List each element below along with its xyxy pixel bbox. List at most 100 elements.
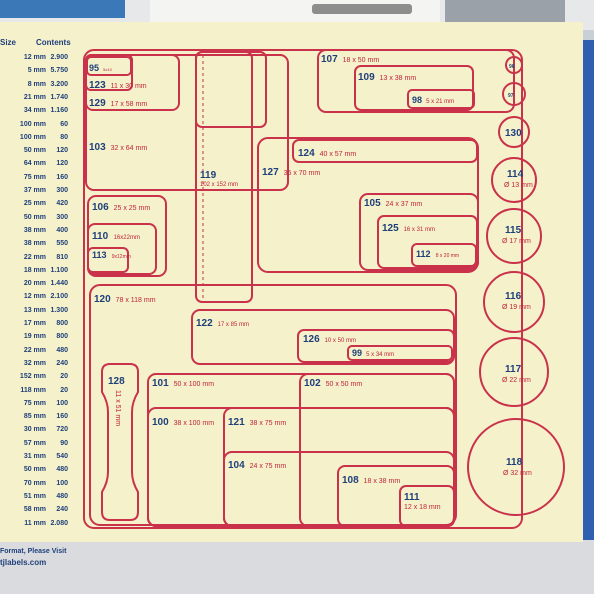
outer-frame <box>83 49 523 529</box>
label-124-code: 124 <box>298 148 315 159</box>
label-99-outline <box>347 345 453 361</box>
size-header: Size <box>0 38 17 47</box>
row-contents: 2.080 <box>50 519 68 527</box>
label-127-code: 127 <box>262 167 279 178</box>
label-110-dimensions: 16x22mm <box>114 235 140 241</box>
label-96-circle <box>505 56 523 74</box>
label-130-circle <box>498 116 530 148</box>
row-contents: 80 <box>60 133 68 141</box>
label-113-outline <box>87 247 129 273</box>
row-size: 11 mm <box>24 519 46 527</box>
row-contents: 120 <box>56 147 68 155</box>
row-contents: 20 <box>60 373 68 381</box>
row-size: 100 mm <box>19 120 46 128</box>
contents-header: Contents <box>36 38 71 47</box>
row-size: 31 mm <box>23 453 46 460</box>
label-102-code: 102 <box>304 378 321 389</box>
label-120-dimensions: 78 x 118 mm <box>116 297 156 304</box>
label-98-outline <box>407 89 475 109</box>
label-101-code: 101 <box>152 378 169 389</box>
label-109-dimensions: 13 x 38 mm <box>380 75 417 82</box>
label-108-dimensions: 18 x 38 mm <box>364 478 401 485</box>
row-size: 5 mm <box>27 67 46 75</box>
row-contents: 120 <box>56 160 68 168</box>
label-127-dimensions: 35 x 70 mm <box>284 170 321 177</box>
row-contents: 1.160 <box>50 107 68 115</box>
table-row: 5 mm 5.750 <box>0 67 82 79</box>
row-contents: 20 <box>60 386 68 394</box>
label-121-code: 121 <box>228 417 245 428</box>
label-122-code: 122 <box>196 318 213 329</box>
label-100-dimensions: 38 x 100 mm <box>174 420 215 427</box>
row-contents: 3.200 <box>50 80 68 88</box>
label-109-outline <box>354 65 474 111</box>
label-95-code: 95 <box>89 63 99 73</box>
row-contents: 5.750 <box>50 67 68 75</box>
label-112-dimensions: 8 x 20 mm <box>436 253 459 259</box>
row-size: 17 mm <box>23 320 46 327</box>
row-contents: 300 <box>56 213 68 221</box>
label-96-code: 96 <box>509 64 515 70</box>
table-row: 11 mm 2.080 <box>0 520 82 532</box>
row-contents: 400 <box>56 226 68 234</box>
label-106-dimensions: 25 x 25 mm <box>114 205 151 212</box>
label-102-dimensions: 50 x 50 mm <box>326 381 363 388</box>
label-103-dimensions: 32 x 64 mm <box>111 145 148 152</box>
label-125-outline <box>377 215 478 269</box>
row-contents: 300 <box>56 187 68 194</box>
label-116-dimensions: Ø 19 mm <box>502 304 531 311</box>
label-118-dimensions: Ø 32 mm <box>503 470 532 477</box>
label-128-code: 128 <box>108 376 125 387</box>
row-size: 37 mm <box>23 187 46 194</box>
label-108-code: 108 <box>342 475 359 486</box>
label-97-code: 97 <box>508 93 514 99</box>
row-contents: 540 <box>56 453 68 460</box>
row-size: 18 mm <box>23 266 46 274</box>
label-107-dimensions: 18 x 50 mm <box>343 57 380 64</box>
label-template-sheet <box>0 22 583 542</box>
label-98-code: 98 <box>412 95 422 105</box>
label-119-outline <box>195 51 253 303</box>
row-size: 22 mm <box>23 253 46 261</box>
row-contents: 1.100 <box>50 266 68 274</box>
label-99-code: 99 <box>352 348 362 358</box>
label-113-dimensions: 9x12mm <box>112 254 131 260</box>
label-95-outline <box>86 56 132 76</box>
label-125-code: 125 <box>382 223 399 234</box>
row-size: 38 mm <box>23 226 46 234</box>
label-126-dimensions: 10 x 50 mm <box>325 338 356 344</box>
label-120-code: 120 <box>94 294 111 305</box>
label-119-code: 119 <box>200 170 217 181</box>
footer-website: tjlabels.com <box>0 558 47 567</box>
row-size: 32 mm <box>23 359 46 367</box>
row-size: 50 mm <box>23 213 46 221</box>
row-size: 75 mm <box>23 399 46 407</box>
label-105-code: 105 <box>364 198 381 209</box>
row-size: 58 mm <box>23 506 46 514</box>
row-contents: 240 <box>56 506 68 514</box>
label-115-dimensions: Ø 17 mm <box>502 238 531 245</box>
label-128-outline <box>101 363 139 521</box>
row-contents: 160 <box>56 413 68 421</box>
table-row: 37 mm 300 <box>0 187 82 199</box>
row-size: 50 mm <box>23 147 46 155</box>
row-contents: 1.440 <box>50 280 68 288</box>
label-118-code: 118 <box>506 457 523 468</box>
row-size: 51 mm <box>23 492 46 500</box>
row-size: 20 mm <box>23 280 46 288</box>
